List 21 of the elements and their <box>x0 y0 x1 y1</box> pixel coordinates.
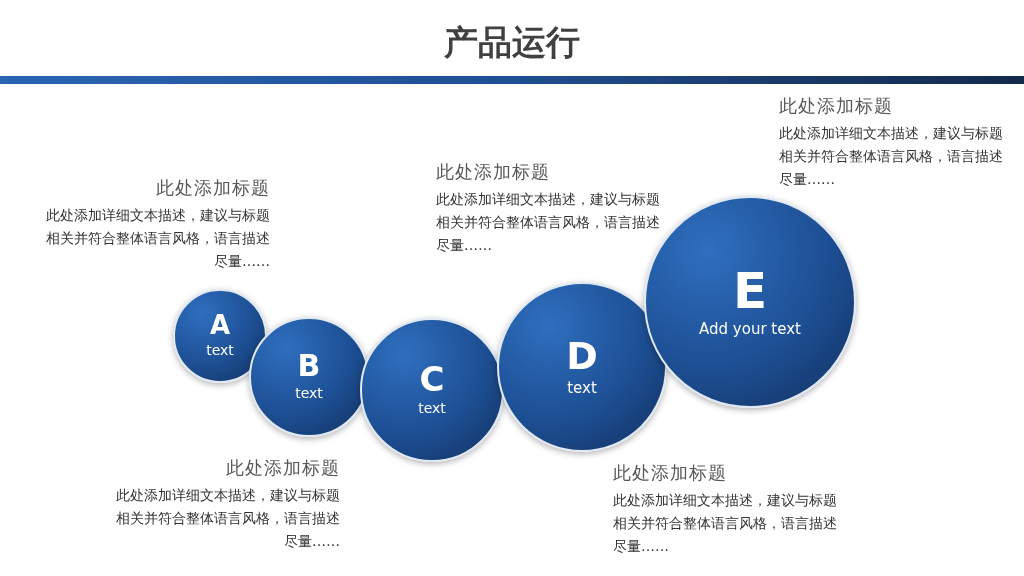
circle-label: text <box>567 378 597 398</box>
circle-letter: B <box>297 351 321 382</box>
circle-label: text <box>206 342 234 360</box>
block-description: 此处添加详细文本描述，建议与标题相关并符合整体语言风格，语言描述尽量…… <box>779 124 1004 189</box>
circle-letter: E <box>732 265 768 316</box>
block-heading: 此处添加标题 <box>613 461 728 485</box>
block-description: 此处添加详细文本描述，建议与标题相关并符合整体语言风格，语言描述尽量…… <box>436 190 661 255</box>
block-description: 此处添加详细文本描述，建议与标题相关并符合整体语言风格，语言描述尽量…… <box>115 486 340 551</box>
circle-letter: A <box>209 312 231 339</box>
page-title: 产品运行 <box>444 21 580 64</box>
block-heading: 此处添加标题 <box>436 160 551 184</box>
circle-letter: D <box>566 336 598 375</box>
circle-label: Add your text <box>699 319 801 339</box>
circle-letter: C <box>419 362 445 397</box>
block-description: 此处添加详细文本描述，建议与标题相关并符合整体语言风格，语言描述尽量…… <box>45 206 270 271</box>
block-heading: 此处添加标题 <box>155 176 270 200</box>
circle-label: text <box>295 385 323 403</box>
block-heading: 此处添加标题 <box>225 456 340 480</box>
circle-label: text <box>418 400 446 418</box>
block-description: 此处添加详细文本描述，建议与标题相关并符合整体语言风格，语言描述尽量…… <box>613 491 838 556</box>
block-heading: 此处添加标题 <box>779 94 894 118</box>
